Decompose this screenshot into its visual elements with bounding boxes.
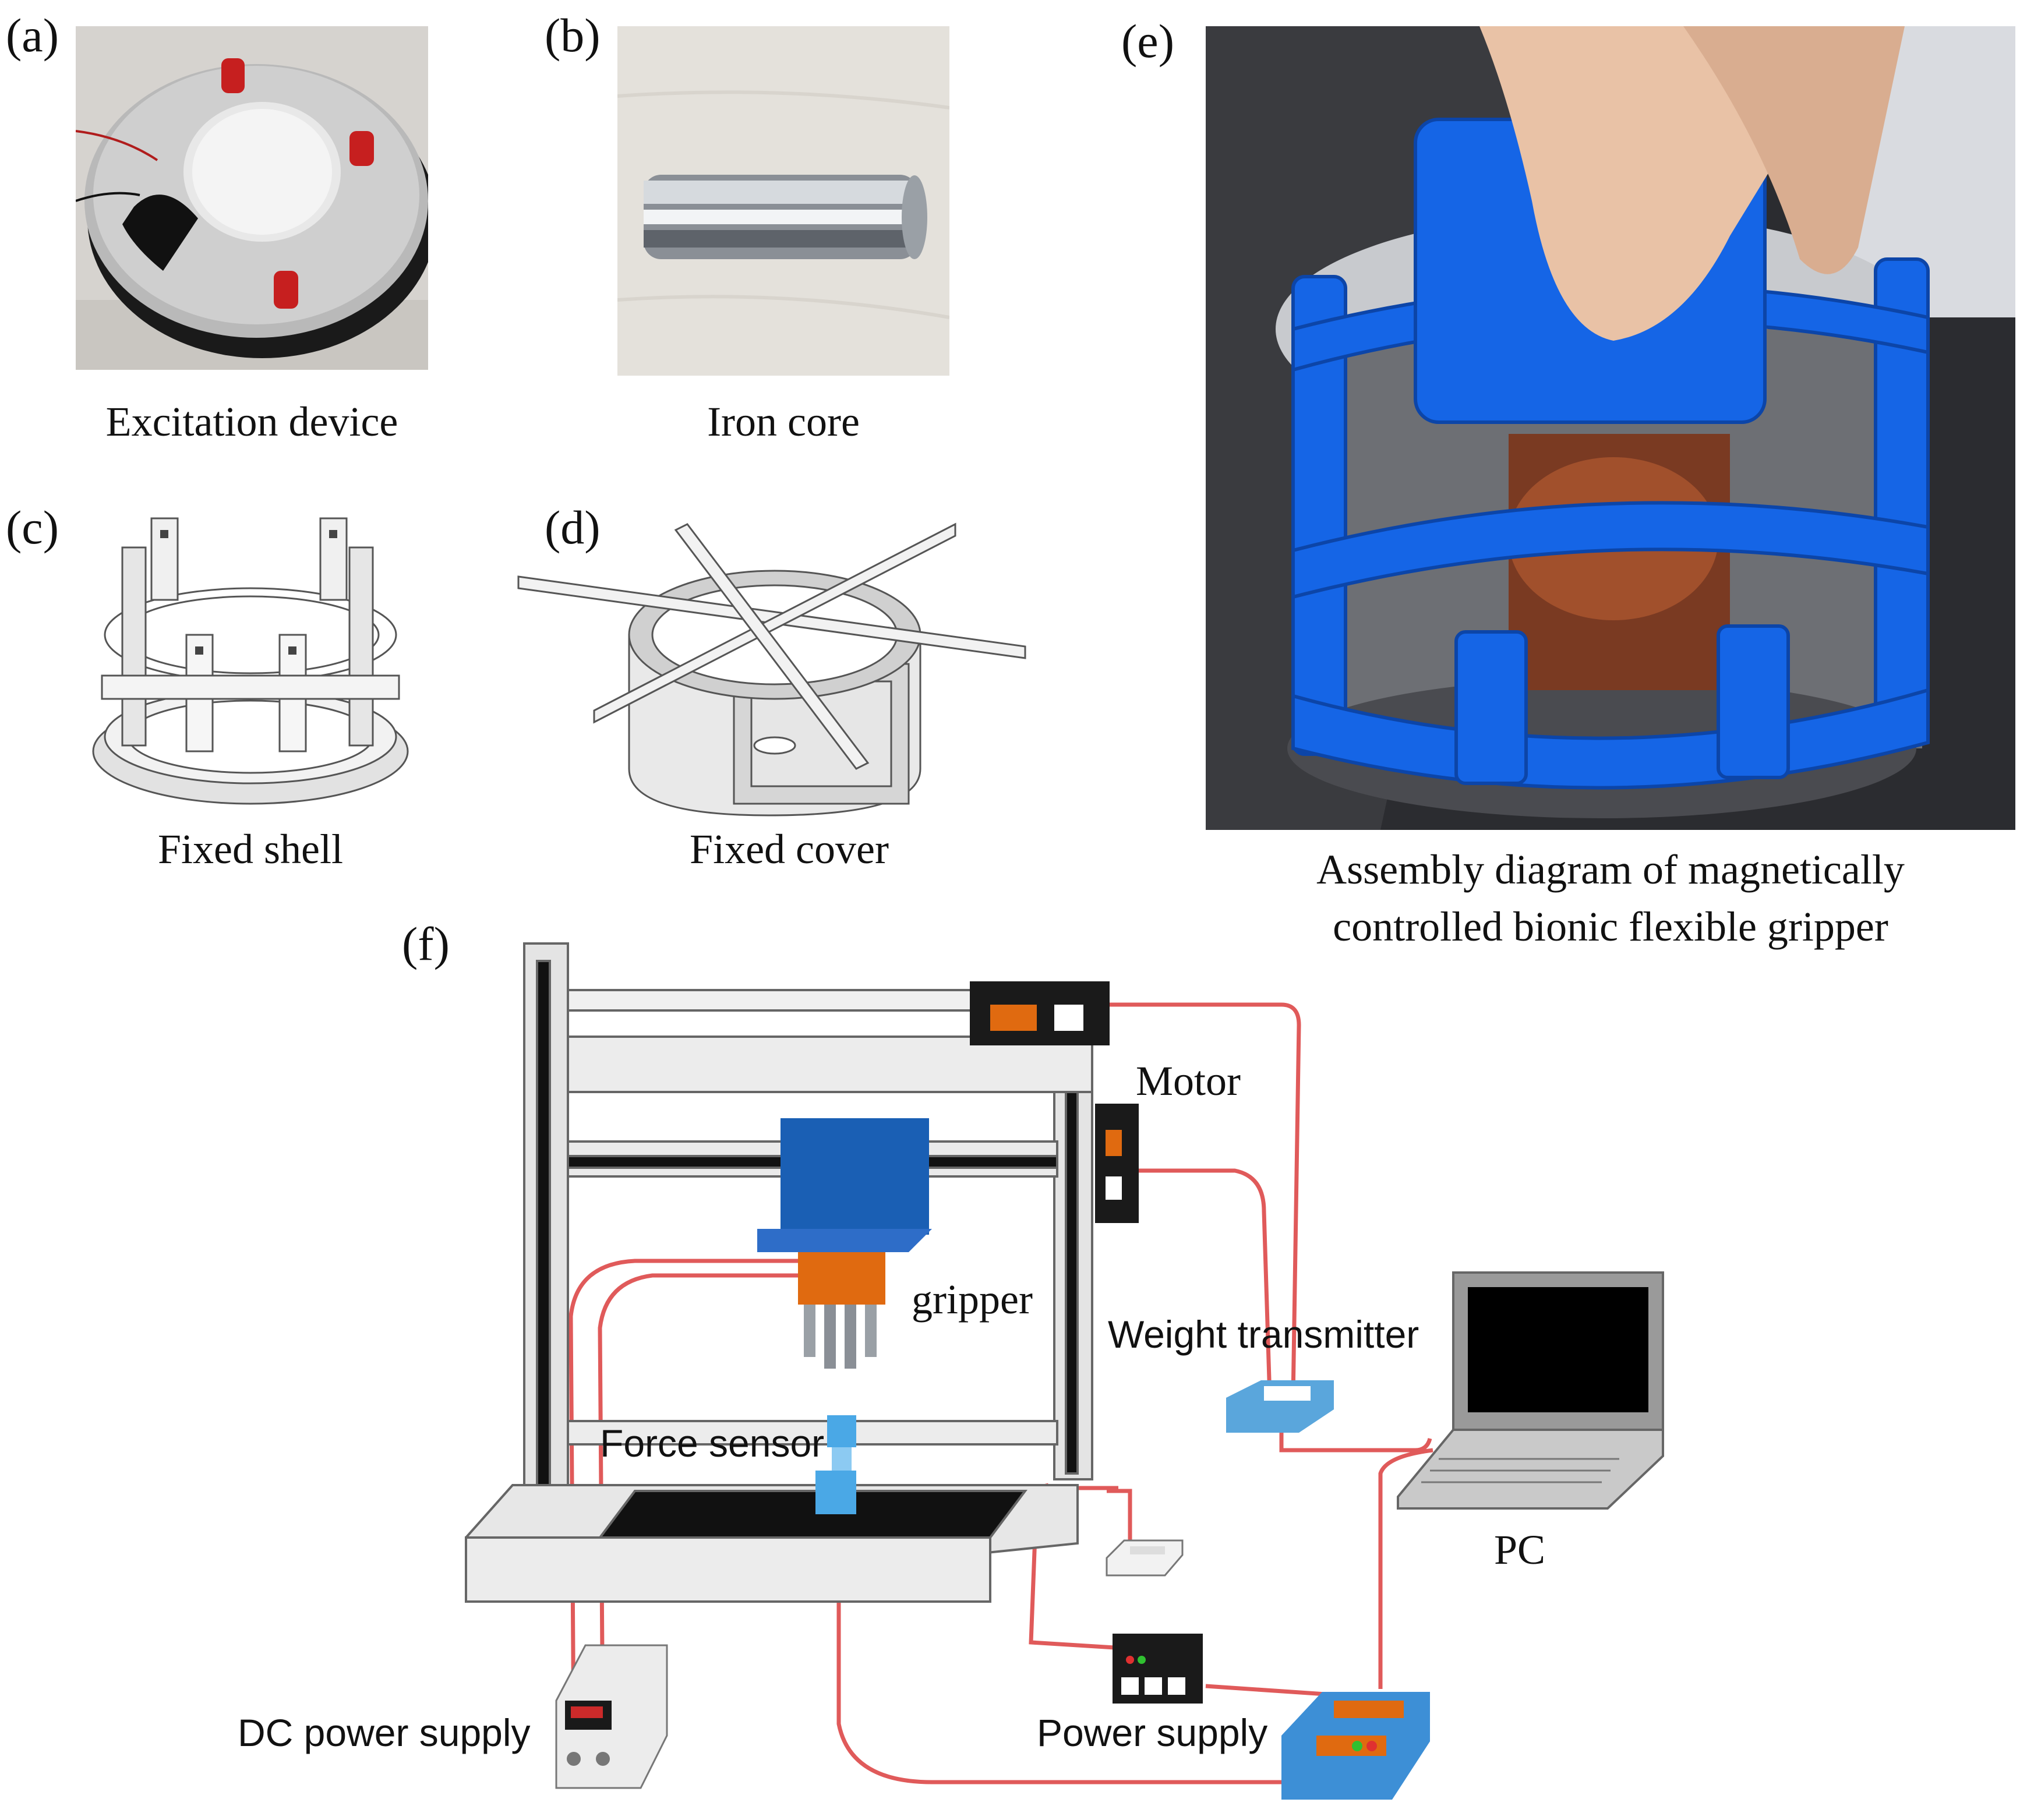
gantry-frame	[465, 942, 1093, 1603]
excitation-device-photo	[76, 26, 428, 370]
motor-label: Motor	[1136, 1058, 1241, 1104]
sensor-amplifier-box	[1106, 1539, 1184, 1577]
pc-label: PC	[1494, 1526, 1546, 1573]
assembly-caption-line1: Assembly diagram of magnetically	[1316, 846, 1905, 893]
power-supply-box	[1113, 1634, 1203, 1704]
fixed-shell-caption: Fixed shell	[158, 826, 343, 872]
panel-b-letter: (b)	[545, 9, 601, 62]
panel-c-letter: (c)	[6, 501, 59, 554]
excitation-device-caption: Excitation device	[105, 398, 398, 445]
force-sensor-label: Force sensor	[600, 1422, 825, 1465]
panel-a-letter: (a)	[6, 9, 59, 62]
dc-power-supply-box	[555, 1644, 668, 1789]
wires	[568, 1002, 1433, 1784]
motor-box-top	[970, 981, 1110, 1045]
iron-core-photo	[617, 26, 949, 376]
gripper-label: gripper	[912, 1276, 1033, 1323]
fixed-cover-drawing	[513, 489, 1037, 827]
panel-f-letter: (f)	[402, 917, 450, 970]
control-box	[1281, 1692, 1430, 1800]
assembly-photo	[1206, 26, 2015, 830]
weight-transmitter-label: Weight transmitter	[1108, 1313, 1419, 1356]
iron-core-caption: Iron core	[707, 398, 860, 445]
fixed-cover-caption: Fixed cover	[690, 826, 889, 872]
panel-d-letter: (d)	[545, 501, 601, 554]
panel-e-letter: (e)	[1121, 15, 1175, 68]
assembly-caption-line2: controlled bionic flexible gripper	[1333, 903, 1888, 950]
motor-box-side	[1095, 1104, 1139, 1223]
gripper-assembly	[757, 1118, 932, 1369]
weight-transmitter-box	[1226, 1380, 1334, 1433]
fixed-shell-drawing	[87, 507, 414, 810]
laptop-pc	[1397, 1271, 1664, 1510]
power-supply-label: Power supply	[1037, 1711, 1268, 1754]
dc-power-supply-label: DC power supply	[238, 1711, 531, 1754]
